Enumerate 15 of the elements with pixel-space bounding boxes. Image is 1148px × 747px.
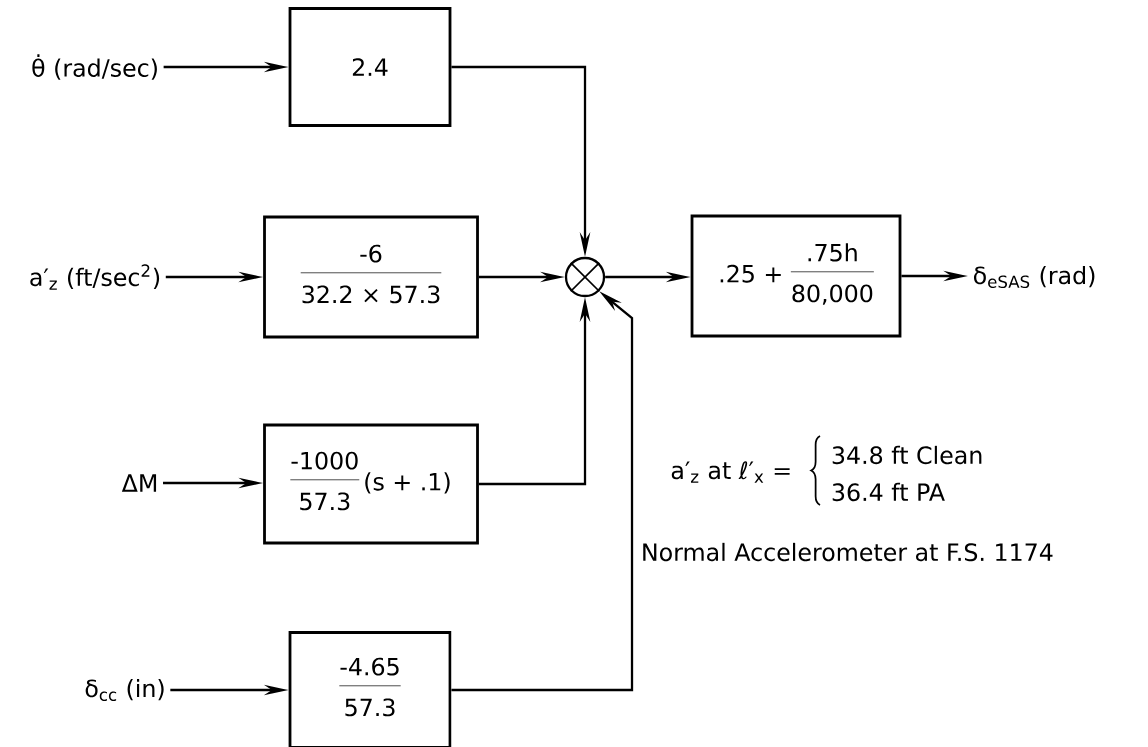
gain-box: .25 + .75h 80,000 — [690, 214, 902, 338]
annotation: 34.8 ft Clean — [832, 445, 982, 465]
annotation: a′$_{z}$ at ℓ′$_{x}$ = — [671, 461, 790, 483]
output-label: δ$_{eSAS}$ (rad) — [974, 266, 1095, 289]
input-label: a′$_{z}$ (ft/sec$^{2}$) — [30, 264, 160, 290]
note: Normal Accelerometer at F.S. 1174 — [643, 542, 1053, 562]
gain-box: -4.65 57.3 — [288, 631, 452, 747]
summing-junction — [564, 256, 606, 298]
gain-box: -6 32.2 × 57.3 — [263, 215, 479, 339]
gain-box: 2.4 — [288, 7, 452, 127]
input-label: θ̇ (rad/sec) — [32, 54, 157, 80]
input-label: ΔM — [121, 474, 157, 492]
input-label: δ$_{cc}$ (in) — [85, 679, 164, 702]
annotation: 36.4 ft PA — [832, 482, 945, 502]
gain-box: -1000 57.3 (s + .1) — [263, 423, 479, 545]
